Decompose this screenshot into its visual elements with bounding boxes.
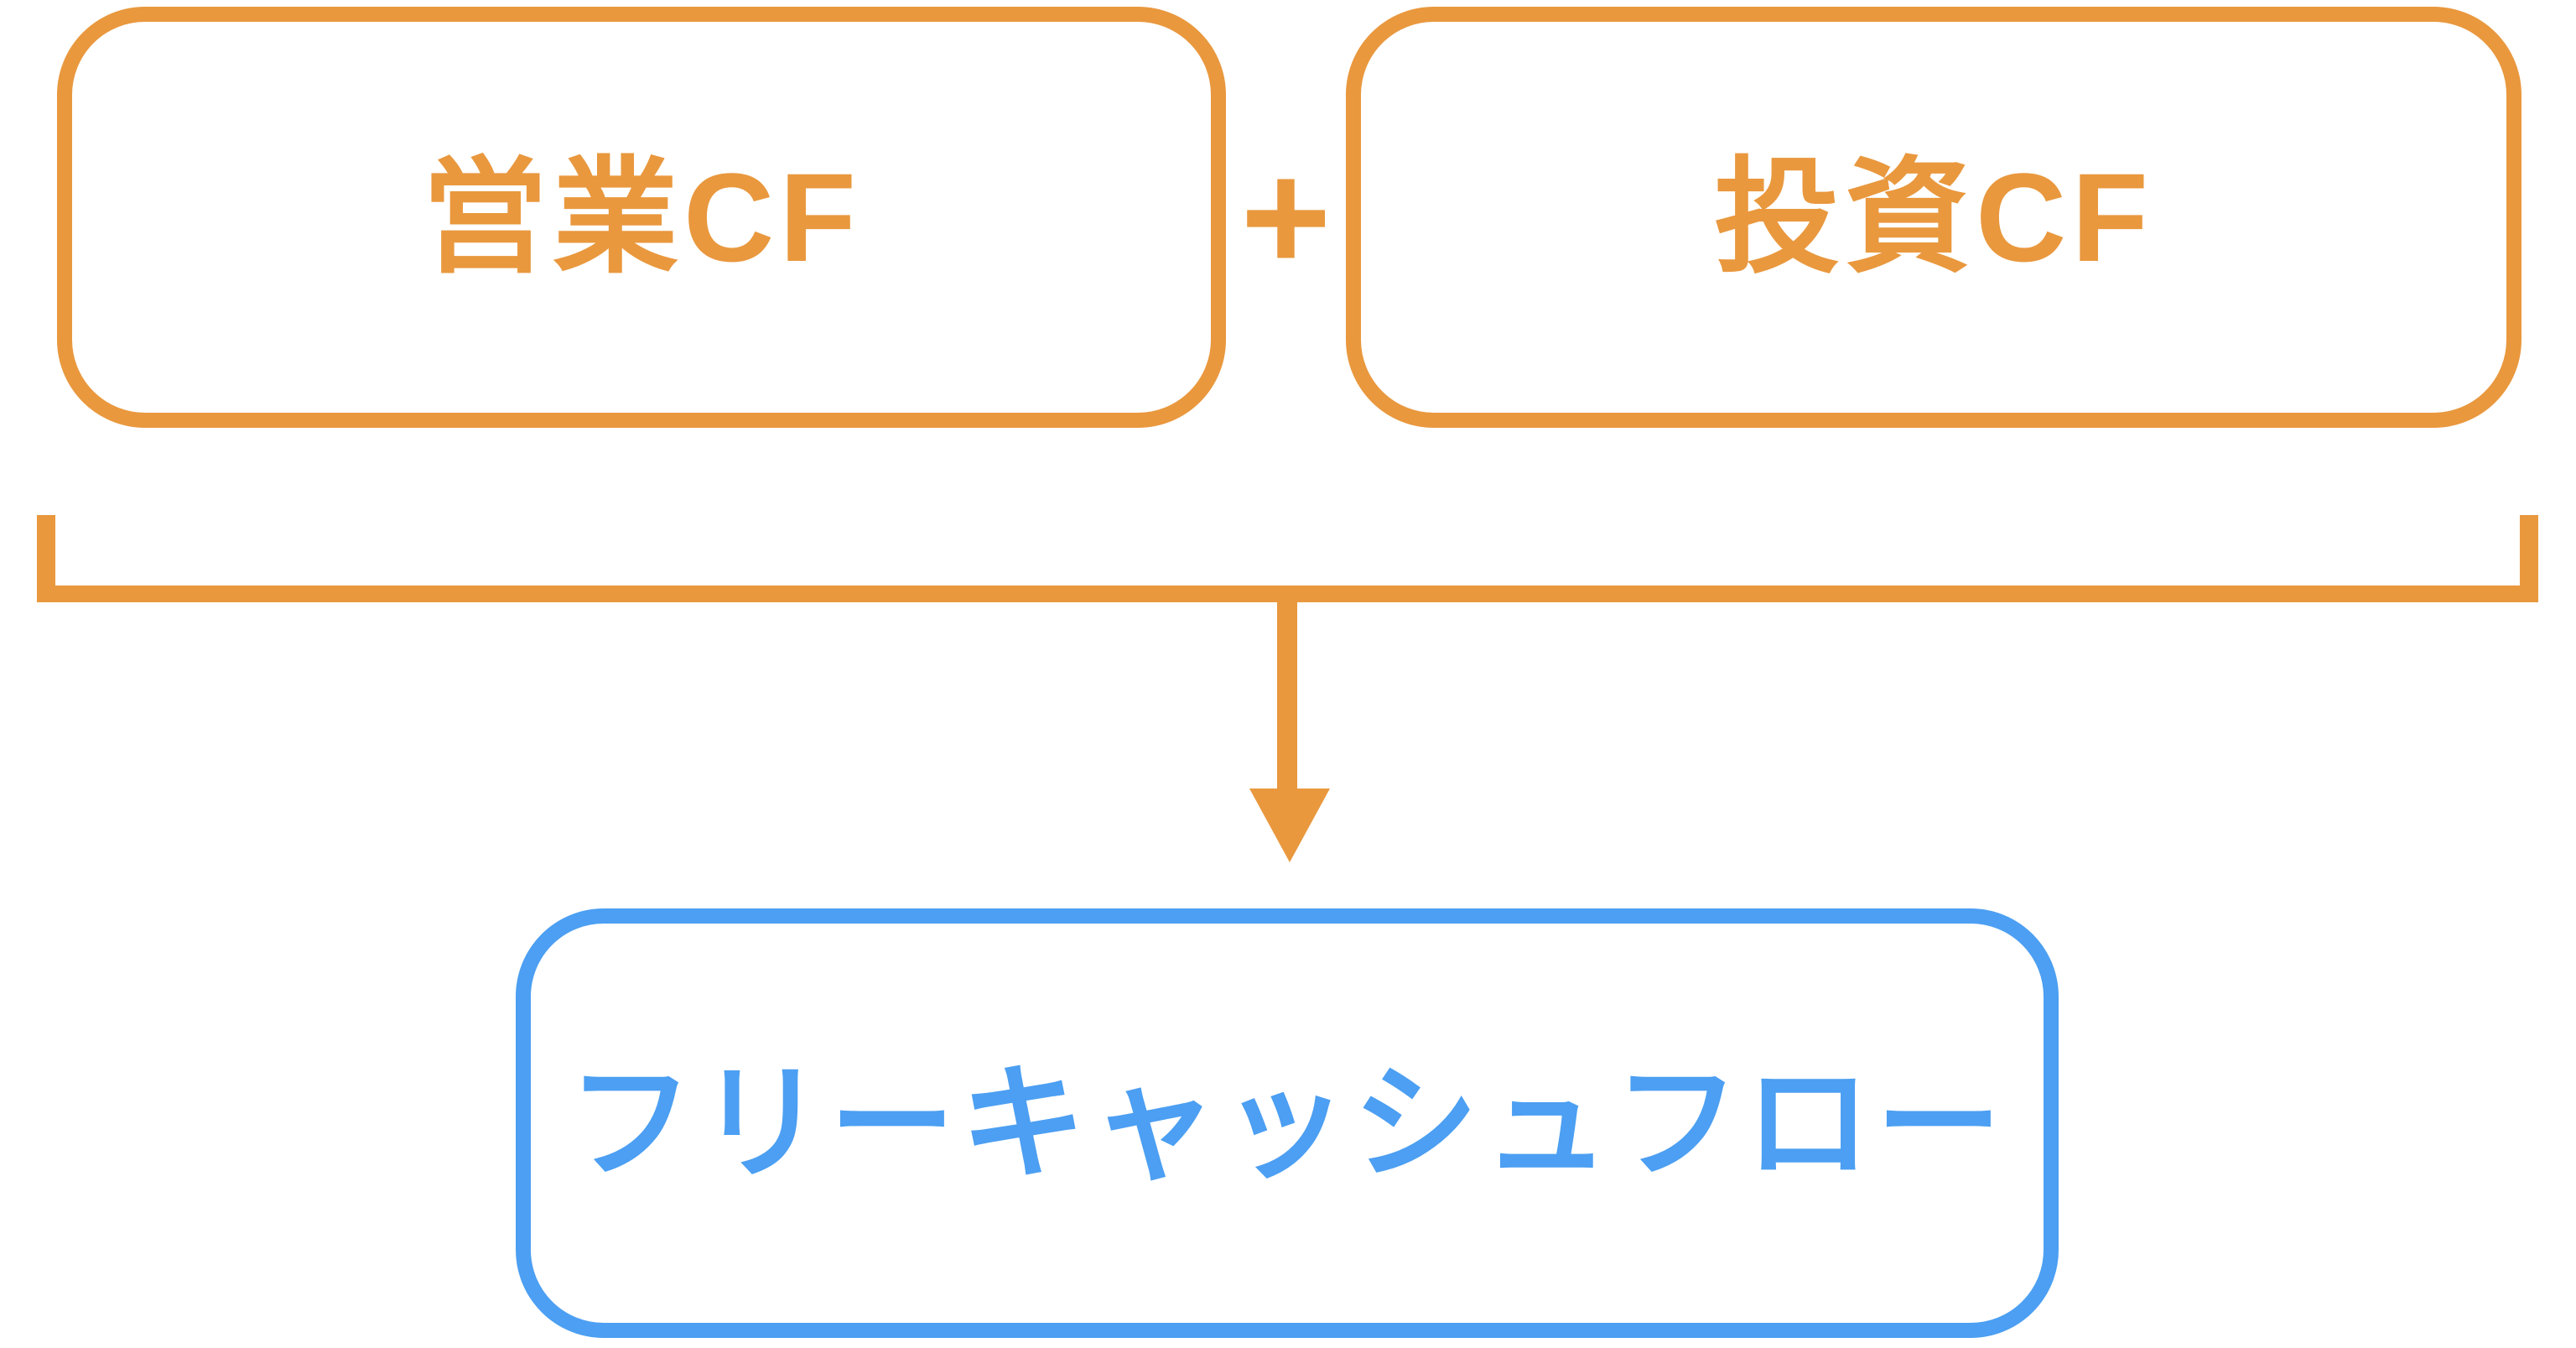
plus-operator: +	[1226, 7, 1346, 428]
free-cash-flow-box: フリーキャッシュフロー	[516, 908, 2059, 1338]
operating-cf-label: 営業CF	[422, 147, 861, 288]
bracket-left-tick	[37, 515, 55, 602]
down-arrow-head	[1249, 789, 1330, 862]
down-arrow-shaft	[1277, 601, 1297, 792]
operating-cf-box: 営業CF	[57, 7, 1226, 428]
plus-icon: +	[1240, 130, 1332, 304]
bracket-right-tick	[2520, 515, 2538, 602]
investing-cf-label: 投資CF	[1714, 147, 2153, 288]
free-cash-flow-label: フリーキャッシュフロー	[567, 1053, 2007, 1194]
investing-cf-box: 投資CF	[1346, 7, 2521, 428]
bracket-bar	[37, 586, 2538, 602]
